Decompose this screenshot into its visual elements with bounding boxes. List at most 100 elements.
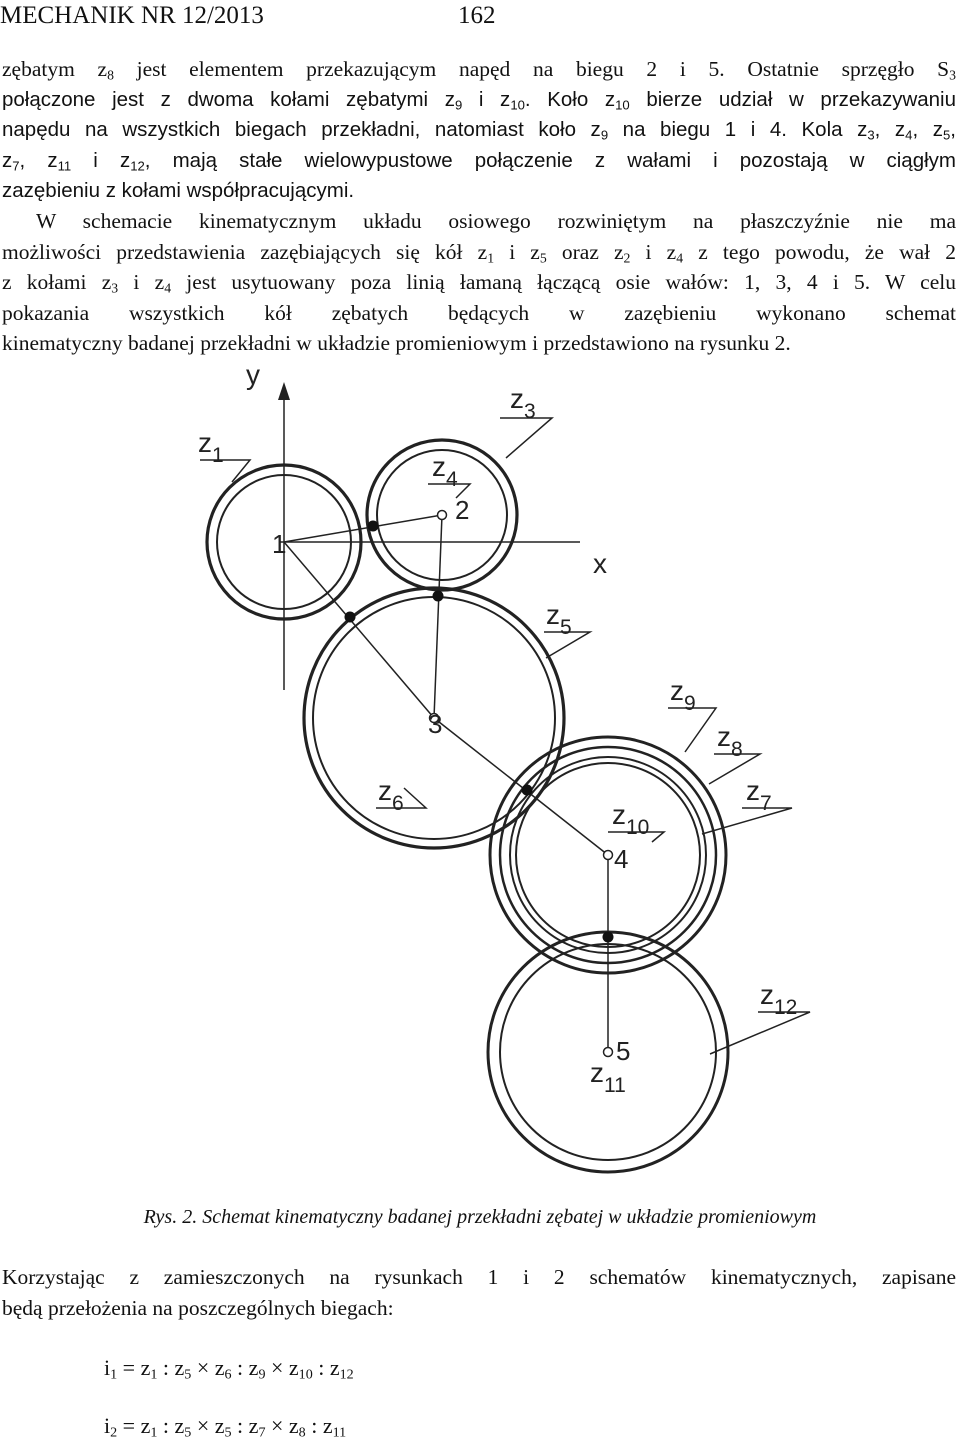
leader-z5 [544, 631, 593, 659]
subscript: 10 [510, 96, 525, 112]
text-run: i z [462, 87, 511, 111]
text-run: jest usytuowany poza linią łamaną łącząc… [171, 270, 956, 294]
subscript: 9 [600, 127, 609, 143]
equation-term: : z [305, 1413, 333, 1438]
text-run: bierze udział w przekazywaniu [629, 87, 957, 111]
leader-lines [200, 417, 811, 1055]
text-run: . Koło z [524, 87, 616, 111]
subscript: 7 [258, 1424, 266, 1441]
subscript: 5 [539, 249, 547, 265]
shaft-center [602, 849, 614, 861]
gear-label-subscript: 3 [524, 400, 536, 423]
gear-label-base: z [198, 427, 212, 458]
equation-term: × z [191, 1413, 225, 1438]
shaft-links [283, 514, 609, 1052]
link-3-2 [433, 514, 443, 719]
subscript: 2 [623, 249, 631, 265]
subscript: 5 [942, 127, 951, 143]
text-line: zazębieniu z kołami współpracującymi. [2, 176, 956, 207]
subscript: 9 [258, 1366, 266, 1383]
text-line: zębatym z8 jest elementem przekazującym … [2, 54, 956, 85]
leader-z3 [500, 417, 555, 459]
equation-term: × z [265, 1355, 299, 1380]
gear-label-base: z [590, 1057, 604, 1088]
y-axis-arrow [278, 382, 290, 400]
leader-z4 [428, 483, 472, 499]
paragraph-1: zębatym z8 jest elementem przekazującym … [2, 54, 956, 207]
subscript: 11 [332, 1424, 347, 1441]
equation-term: : z [157, 1413, 185, 1438]
text-line: Korzystając z zamieszczonych na rysunkac… [2, 1262, 956, 1293]
gear-label-base: z [670, 675, 684, 706]
shaft-label-4: 4 [614, 844, 628, 874]
subscript: 5 [184, 1366, 192, 1383]
leader-z6 [376, 787, 428, 809]
subscript: 4 [164, 280, 172, 296]
gear-label-z4: z4 [432, 451, 458, 491]
gear-circle-z5 [302, 586, 566, 850]
gear-label-z11: z11 [590, 1057, 626, 1097]
equation-term: : z [231, 1413, 259, 1438]
leader-z9 [668, 707, 718, 753]
mesh-point [602, 931, 614, 943]
gear-circle-z3 [365, 438, 519, 592]
text-run: napędu na wszystkich biegach przekładni,… [2, 118, 601, 141]
text-run: kinematyczny badanej przekładni w układz… [2, 331, 791, 355]
x-axis-label: x [593, 548, 607, 579]
subscript: 6 [224, 1366, 232, 1383]
subscript: 1 [110, 1366, 118, 1383]
link-1-2 [283, 514, 443, 543]
shaft-center [428, 712, 440, 724]
text-run: , z [912, 118, 943, 141]
subscript: 8 [298, 1424, 306, 1441]
subscript: 9 [454, 96, 463, 112]
gear-label-z12: z12 [760, 979, 797, 1019]
text-line: W schemacie kinematycznym układu osioweg… [2, 206, 956, 237]
equation-term: × z [265, 1413, 299, 1438]
text-run: z kołami z [2, 270, 112, 294]
page-number: 162 [458, 2, 496, 29]
gear-label-subscript: 12 [774, 996, 797, 1019]
gear-label-z3: z3 [510, 383, 536, 423]
text-line: możliwości przedstawienia zazębiających … [2, 237, 956, 268]
equation-term: × z [191, 1355, 225, 1380]
text-run: będą przełożenia na poszczególnych biega… [2, 1295, 394, 1320]
gear-label-base: z [432, 451, 446, 482]
subscript: 10 [615, 96, 630, 112]
link-3-4 [433, 717, 609, 856]
text-run: , mają stałe wielowypustowe połączenie z… [144, 148, 956, 172]
gear-label-subscript: 4 [446, 468, 458, 491]
gear-label-subscript: 1 [212, 444, 224, 467]
text-run: , z [874, 118, 906, 141]
axes [279, 400, 580, 690]
shaft-label-5: 5 [616, 1036, 630, 1066]
text-run: możliwości przedstawienia zazębiających … [2, 239, 488, 264]
subscript: 4 [676, 249, 684, 265]
shaft-label-1: 1 [272, 529, 286, 559]
mesh-points [344, 520, 614, 943]
gear-label-base: z [717, 721, 731, 752]
text-line: będą przełożenia na poszczególnych biega… [2, 1293, 956, 1324]
shaft-center [602, 1046, 614, 1058]
gear-label-base: z [378, 775, 392, 806]
gear-label-subscript: 8 [731, 738, 743, 761]
gear-circle-z4 [376, 449, 508, 581]
shaft-label-2: 2 [455, 495, 469, 525]
text-run: połączone jest z dwoma kołami zębatymi z [2, 87, 455, 111]
text-line: napędu na wszystkich biegach przekładni,… [2, 115, 956, 146]
subscript: 11 [57, 157, 72, 173]
gear-label-subscript: 11 [604, 1074, 626, 1097]
text-run: , z [19, 148, 58, 172]
equation-term: : z [231, 1355, 259, 1380]
subscript: 4 [905, 127, 913, 143]
gear-label-z10: z10 [612, 799, 649, 839]
figure-caption: Rys. 2. Schemat kinematyczny badanej prz… [143, 1206, 817, 1228]
leader-z8 [708, 753, 763, 785]
y-axis-label: y [246, 360, 260, 390]
gear-label-z1: z1 [198, 427, 224, 467]
gear-label-z6: z6 [378, 775, 404, 815]
leader-z1 [200, 459, 252, 483]
